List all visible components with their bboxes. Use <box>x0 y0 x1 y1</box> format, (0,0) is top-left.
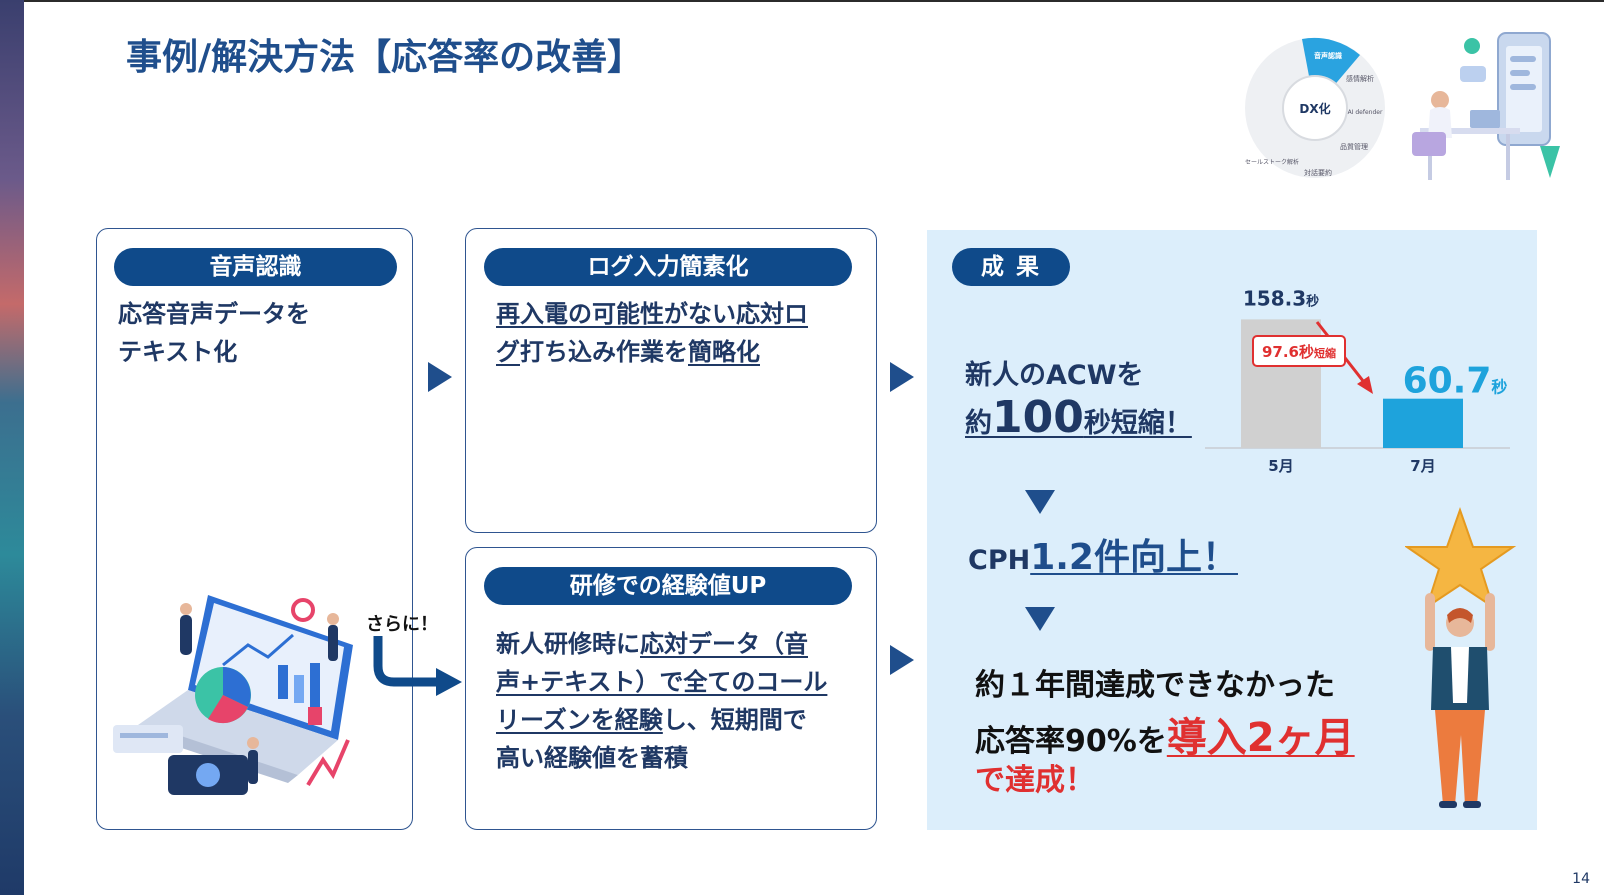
person-holding-star-illustration <box>1405 506 1517 808</box>
dx-segment-4: 品質管理 <box>1340 142 1368 151</box>
reduction-callout: 97.6秒短縮 <box>1262 343 1336 361</box>
laptop-analytics-illustration <box>113 595 353 795</box>
dx-segment-2: 感情解析 <box>1346 74 1374 83</box>
box2-line-2: グ打ち込み作業を簡略化 <box>496 333 760 371</box>
box3-line-2-underlined: 声+テキスト）で全てのコール <box>496 668 828 696</box>
acw-suffix: 秒短縮！ <box>1083 408 1192 439</box>
category-may: 5月 <box>1268 457 1293 475</box>
office-worker-illustration <box>1412 32 1560 180</box>
bar-july <box>1383 398 1463 448</box>
dx-segment-5: 対話要約 <box>1304 168 1332 177</box>
result-pill: 成 果 <box>952 248 1070 286</box>
training-pill: 研修での経験値UP <box>484 567 852 605</box>
category-july: 7月 <box>1410 457 1435 475</box>
box1-line-2: テキスト化 <box>118 338 238 366</box>
box2-line-2-plain: 打ち込み作業を <box>520 338 688 366</box>
value-label-july-unit: 秒 <box>1491 378 1507 397</box>
top-border <box>24 0 1604 2</box>
flow-arrow-right-1 <box>428 362 452 392</box>
result-down-arrow-1 <box>1025 490 1055 514</box>
acw-prefix: 約 <box>965 408 992 439</box>
dx-center-label: DX化 <box>1299 101 1330 116</box>
page-number: 14 <box>1572 871 1590 887</box>
box2-line-2-underlined-a: グ <box>496 338 520 366</box>
value-label-may: 158.3秒 <box>1243 286 1319 310</box>
final-line-3: で達成！ <box>975 763 1095 798</box>
box3-line-1: 新人研修時に応対データ（音 <box>496 625 808 663</box>
flow-arrow-right-2 <box>890 362 914 392</box>
box2-line-2-underlined-b: 簡略化 <box>688 338 760 366</box>
value-label-may-unit: 秒 <box>1306 293 1319 309</box>
dx-segment-1: 音声認識 <box>1314 51 1342 60</box>
final-line-2-plain: 応答率90%を <box>975 724 1167 759</box>
box3-line-3: リーズンを経験し、短期間で <box>496 701 807 739</box>
box3-line-4: 高い経験値を蓄積 <box>496 744 688 772</box>
value-label-july: 60.7秒 <box>1403 361 1508 402</box>
speech-recognition-pill: 音声認識 <box>114 248 397 286</box>
acw-line-1: 新人のACWを <box>965 360 1144 391</box>
slide-edge-decoration <box>0 0 24 895</box>
dx-segment-3: AI defender <box>1348 109 1383 116</box>
final-line-2-highlight: 導入2ヶ月 <box>1166 715 1355 761</box>
result-panel <box>927 230 1537 830</box>
cph-line: CPH1.2件向上！ <box>968 528 1238 580</box>
cph-label: CPH <box>968 545 1031 576</box>
reduction-callout-word: 短縮 <box>1314 346 1336 360</box>
connector-bent-arrow <box>373 636 462 696</box>
acw-big-number: 100 <box>992 392 1084 443</box>
box3-line-3-plain: し、短期間で <box>662 706 807 734</box>
connector-label: さらに！ <box>366 614 438 635</box>
final-line-1: 約１年間達成できなかった <box>975 668 1335 703</box>
value-label-may-number: 158.3 <box>1243 286 1306 310</box>
box2-line-1: 再入電の可能性がない応対ロ <box>496 295 808 333</box>
flow-arrow-right-3 <box>890 645 914 675</box>
dx-segment-6: セールストーク解析 <box>1245 158 1299 166</box>
reduction-arrow-head <box>1357 376 1373 394</box>
reduction-callout-box <box>1252 335 1346 367</box>
acw-bar-chart: 158.3秒 60.7秒 5月 7月 97.6秒短縮 <box>1205 286 1510 475</box>
value-label-july-number: 60.7 <box>1403 361 1492 402</box>
box3-line-2: 声+テキスト）で全てのコール <box>496 663 827 701</box>
cph-improvement: 1.2件向上！ <box>1030 537 1238 578</box>
acw-line-2: 約100秒短縮！ <box>965 392 1192 443</box>
slide-title: 事例/解決方法【応答率の改善】 <box>126 37 644 78</box>
dx-wheel-graphic: DX化 音声認識 感情解析 AI defender 品質管理 対話要約 セールス… <box>1245 37 1385 178</box>
result-down-arrow-2 <box>1025 607 1055 631</box>
box3-line-1-underlined: 応対データ（音 <box>640 630 808 658</box>
box3-line-1-plain: 新人研修時に <box>496 630 640 658</box>
final-line-2: 応答率90%を導入2ヶ月 <box>975 705 1355 763</box>
box2-line-1-underlined: 再入電の可能性がない応対ロ <box>496 300 808 328</box>
box1-line-1: 応答音声データを <box>118 300 310 328</box>
reduction-callout-value: 97.6秒 <box>1262 343 1314 361</box>
box3-line-3-underlined: リーズンを経験 <box>496 706 663 734</box>
log-input-pill: ログ入力簡素化 <box>484 248 852 286</box>
